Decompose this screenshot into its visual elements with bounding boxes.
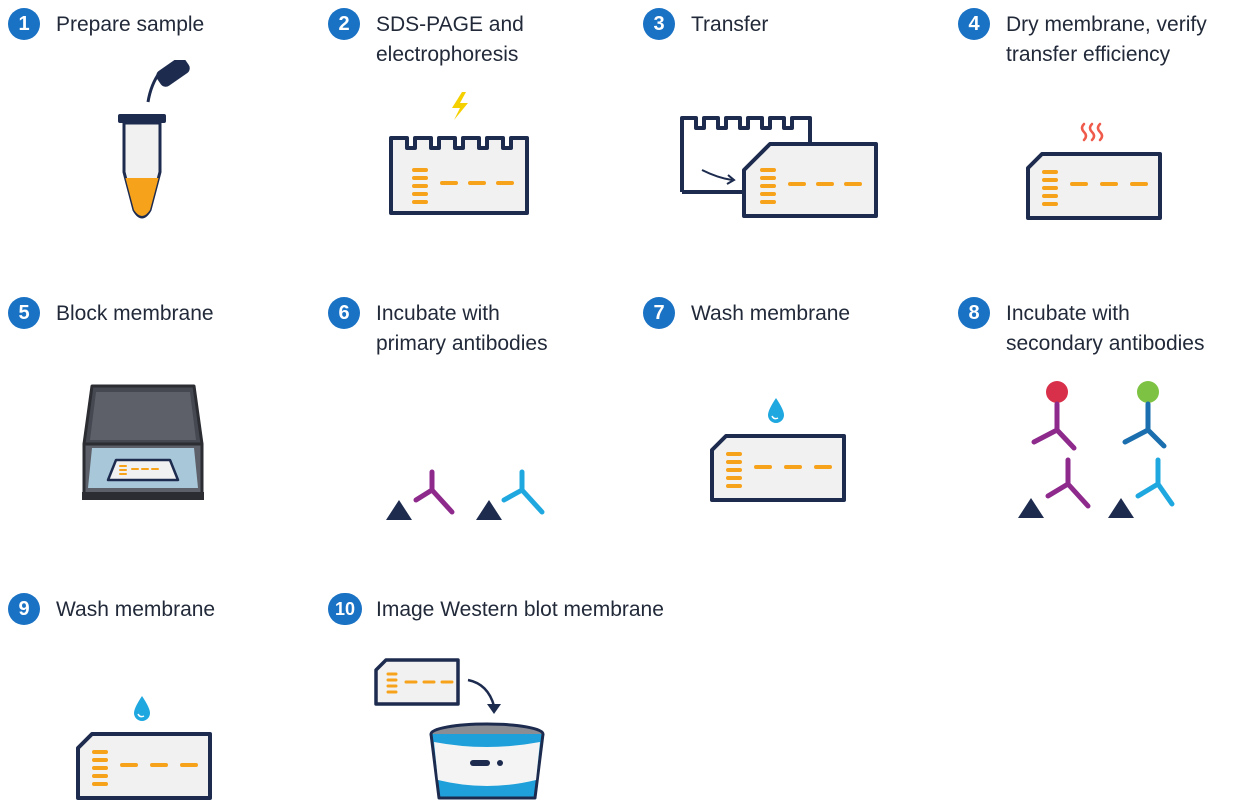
step-number-badge: 7: [643, 297, 675, 329]
imager-icon: [374, 658, 545, 800]
gel-icon: [389, 92, 529, 215]
step-label: Wash membrane: [56, 598, 216, 621]
step-number-badge: 2: [328, 8, 360, 40]
step-label: SDS-PAGE and electrophoresis: [376, 13, 524, 66]
step-number-badge: 9: [8, 593, 40, 625]
step-label: Image Western blot membrane: [376, 598, 664, 621]
primary-antibodies-icon: [386, 469, 545, 520]
antibody-icon: [413, 469, 455, 515]
antigen-icon: [476, 500, 502, 520]
antibody-icon: [501, 469, 545, 515]
step-number-badge: 6: [328, 297, 360, 329]
tube-icon: [118, 60, 190, 219]
step-number-badge: 3: [643, 8, 675, 40]
step-label: Block membrane: [56, 302, 214, 325]
wash-membrane-icon: [710, 398, 846, 502]
step-number-badge: 5: [8, 297, 40, 329]
secondary-antibodies-icon: [1018, 381, 1175, 518]
step-label: Transfer: [691, 13, 769, 36]
step-label: Dry membrane, verify transfer efficiency: [1006, 13, 1207, 66]
step-number-badge: 8: [958, 297, 990, 329]
lightning-icon: [452, 92, 468, 120]
heat-icon: [1080, 122, 1104, 142]
green-label-icon: [1137, 381, 1159, 403]
antigen-icon: [386, 500, 412, 520]
step-number-badge: 1: [8, 8, 40, 40]
wash-membrane-icon: [76, 696, 212, 800]
dry-membrane-icon: [1026, 122, 1162, 220]
transfer-icon: [680, 116, 878, 218]
step-label: Wash membrane: [691, 302, 851, 325]
step-label: Incubate with secondary antibodies: [1006, 302, 1205, 355]
step-number-badge: 10: [328, 593, 362, 625]
step-label: Prepare sample: [56, 13, 205, 36]
step-number-badge: 4: [958, 8, 990, 40]
step-label: Incubate with primary antibodies: [376, 302, 548, 355]
red-label-icon: [1046, 381, 1068, 403]
arrow-icon: [467, 678, 496, 707]
blocking-box-icon: [82, 384, 204, 500]
